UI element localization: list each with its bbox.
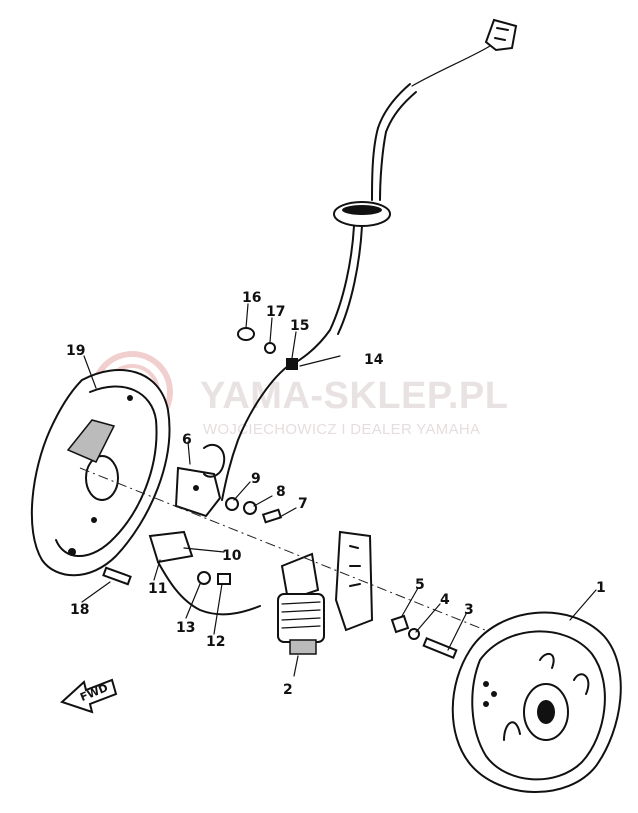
callout-15: 15 — [290, 318, 309, 334]
callout-1: 1 — [596, 580, 606, 596]
fwd-arrow: FWD — [60, 678, 118, 714]
source-coil — [277, 552, 325, 655]
callout-12: 12 — [206, 634, 225, 650]
callout-19: 19 — [66, 343, 85, 359]
callout-11: 11 — [148, 581, 167, 597]
stator-base-plate — [30, 369, 171, 577]
callout-10: 10 — [222, 548, 242, 564]
callouts: 19 16 17 15 14 6 9 8 7 10 11 13 12 2 18 … — [66, 290, 606, 698]
leader-lines — [81, 303, 597, 677]
lead-wire — [221, 18, 518, 501]
callout-17: 17 — [266, 304, 285, 320]
rotor-flywheel — [451, 611, 622, 793]
hardware — [102, 327, 458, 660]
watermark: YAMA-SKLEP.PL WOJCIECHOWICZ I DEALER YAM… — [91, 351, 508, 438]
lighting-coil — [148, 530, 261, 616]
callout-16: 16 — [242, 290, 261, 306]
watermark-subtitle: WOJCIECHOWICZ I DEALER YAMAHA — [203, 421, 480, 438]
callout-7: 7 — [298, 496, 308, 512]
callout-14: 14 — [364, 352, 384, 368]
callout-3: 3 — [464, 602, 474, 618]
callout-13: 13 — [176, 620, 195, 636]
callout-2: 2 — [283, 682, 293, 698]
watermark-title: YAMA-SKLEP.PL — [200, 375, 508, 417]
connector-icon — [484, 18, 518, 52]
callout-18: 18 — [70, 602, 89, 618]
clamp — [286, 358, 298, 370]
callout-4: 4 — [440, 592, 450, 608]
callout-5: 5 — [415, 577, 425, 593]
callout-9: 9 — [251, 471, 261, 487]
contact-breaker — [174, 443, 226, 518]
center-line — [79, 467, 561, 661]
callout-8: 8 — [276, 484, 286, 500]
callout-6: 6 — [182, 432, 192, 448]
bracket — [334, 530, 374, 632]
